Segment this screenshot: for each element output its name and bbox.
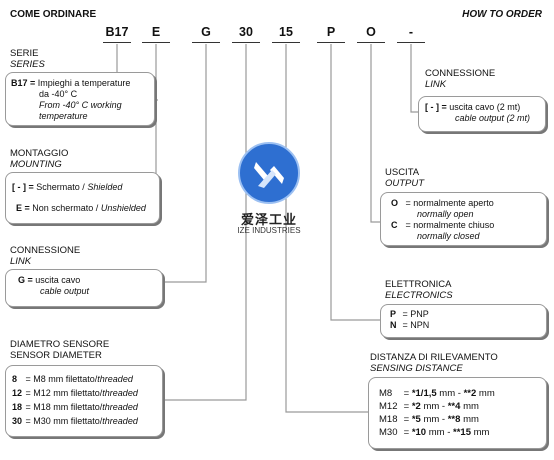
header-left-title: COME ORDINARE — [10, 9, 97, 20]
connection-right-en: cable output (2 mt) — [455, 113, 531, 123]
mounting-title: MONTAGGIO — [10, 148, 69, 159]
distance-title: DISTANZA DI RILEVAMENTO — [370, 352, 498, 363]
electronics-text-0: = PNP — [402, 309, 429, 319]
series-text-en: From -40° C working — [39, 100, 122, 110]
logo-icon — [238, 142, 300, 204]
series-box: B17 = Impieghi a temperature da -40° C F… — [5, 72, 155, 126]
code-output: O — [366, 25, 376, 39]
code-distance: 15 — [279, 25, 293, 39]
series-title-en: SERIES — [10, 59, 45, 70]
connection-left-box: G = uscita cavo cable output — [5, 269, 163, 307]
output-it-1: = normalmente chiuso — [405, 220, 495, 230]
connection-left-en: cable output — [40, 286, 90, 296]
connection-right-it: uscita cavo (2 mt) — [449, 102, 521, 112]
series-text-it2: da -40° C — [39, 89, 78, 99]
line-connection — [165, 44, 207, 283]
connection-right-title-en: LINK — [425, 79, 447, 90]
code-electronics: P — [326, 25, 336, 39]
company-logo — [234, 140, 304, 210]
electronics-text-1: = NPN — [402, 320, 430, 330]
connection-right-title: CONNESSIONE — [425, 68, 496, 79]
line-output — [370, 44, 380, 223]
output-box: O = normalmente aperto normally open C =… — [380, 192, 547, 246]
mounting-it-1: Non schermato / — [32, 203, 99, 213]
output-title: USCITA — [385, 167, 420, 178]
series-key: B17 = — [11, 78, 36, 88]
connection-left-key: G = — [18, 275, 33, 285]
connection-left-title-en: LINK — [10, 256, 32, 267]
distance-row-2: M18 = *5 mm - **8 mm — [379, 414, 479, 425]
diameter-row-3: 30 = M30 mm filettato/threaded — [12, 416, 138, 426]
diameter-title: DIAMETRO SENSORE — [10, 339, 110, 350]
diameter-row-1: 12 = M12 mm filettato/threaded — [12, 388, 138, 398]
diameter-row-2: 18 = M18 mm filettato/threaded — [12, 402, 138, 412]
distance-row-1: M12 = *2 mm - **4 mm — [379, 401, 479, 412]
electronics-key-0: P — [390, 309, 397, 319]
header-right-title: HOW TO ORDER — [462, 9, 542, 20]
mounting-title-en: MOUNTING — [10, 159, 62, 170]
diameter-box: 8 = M8 mm filettato/threaded 12 = M12 mm… — [5, 365, 163, 437]
output-key-1: C — [391, 220, 398, 230]
electronics-key-1: N — [390, 320, 397, 330]
connection-right-key: [ - ] = — [425, 102, 447, 112]
code-connection: G — [201, 25, 211, 39]
connection-left-title: CONNESSIONE — [10, 245, 81, 256]
mounting-it-0: Schermato / — [36, 182, 85, 192]
code-diameter: 30 — [239, 25, 253, 39]
output-title-en: OUTPUT — [385, 178, 425, 189]
code-series: B17 — [105, 25, 129, 39]
output-it-0: = normalmente aperto — [405, 198, 494, 208]
output-en-1: normally closed — [417, 231, 480, 241]
diameter-row-0: 8 = M8 mm filettato/threaded — [12, 374, 133, 384]
connection-left-it: uscita cavo — [35, 275, 81, 285]
distance-box: M8 = *1/1,5 mm - **2 mm M12 = *2 mm - **… — [368, 377, 547, 449]
line-mounting — [155, 44, 158, 176]
distance-title-en: SENSING DISTANCE — [370, 363, 463, 374]
mounting-key-1: E = — [16, 203, 30, 213]
output-key-0: O — [391, 198, 399, 208]
series-text-en2: temperature — [39, 111, 88, 121]
mounting-en-1: Unshielded — [100, 203, 146, 213]
series-text-it: Impieghi a temperature — [37, 78, 131, 88]
distance-row-3: M30 = *10 mm - **15 mm — [379, 427, 490, 438]
line-link — [410, 44, 418, 113]
line-electronics — [330, 44, 380, 321]
diameter-title-en: SENSOR DIAMETER — [10, 350, 102, 361]
code-link: - — [408, 25, 414, 39]
code-mounting: E — [151, 25, 161, 39]
connection-right-box: [ - ] = uscita cavo (2 mt) cable output … — [418, 96, 546, 132]
distance-row-0: M8 = *1/1,5 mm - **2 mm — [379, 388, 495, 399]
logo-english-text: IZE INDUSTRIES — [237, 226, 301, 235]
series-title: SERIE — [10, 48, 39, 59]
logo-chinese-text: 爱泽工业 — [240, 212, 297, 227]
mounting-box: [ - ] = Schermato / Shielded E = Non sch… — [5, 172, 160, 224]
mounting-key-0: [ - ] = — [12, 182, 34, 192]
electronics-title-en: ELECTRONICS — [385, 290, 453, 301]
output-en-0: normally open — [417, 209, 474, 219]
mounting-en-0: Shielded — [87, 182, 123, 192]
electronics-box: P = PNP N = NPN — [380, 304, 547, 338]
electronics-title: ELETTRONICA — [385, 279, 452, 290]
